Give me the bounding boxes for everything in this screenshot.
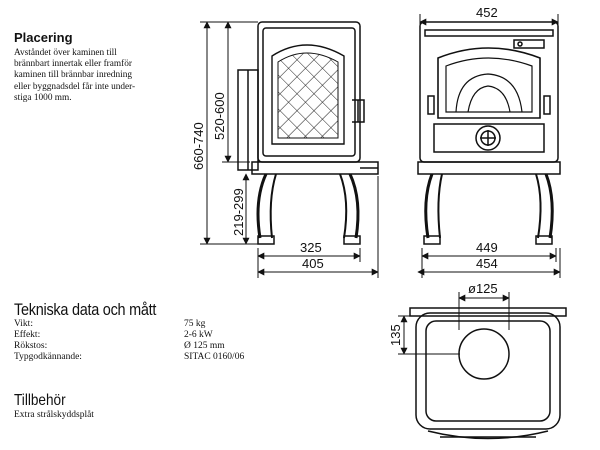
spec-value: 2-6 kW [184, 330, 213, 340]
dimension-lines [200, 14, 561, 355]
dim-height-total: 660-740 [191, 122, 206, 170]
dim-flue-diameter: ø125 [468, 281, 498, 296]
top-view [409, 307, 567, 440]
dim-width-top: 452 [476, 5, 498, 20]
tillbehor-text: Extra strålskyddsplåt [14, 410, 94, 420]
spec-value: 75 kg [184, 319, 206, 329]
placering-text: Avståndet över kaminen till brännbart in… [14, 48, 136, 103]
dim-height-body: 520-600 [212, 92, 227, 140]
tekniska-title: Tekniska data och mått [14, 300, 157, 319]
tillbehor-title: Tillbehör [14, 392, 66, 409]
spec-row: Effekt: 2-6 kW [14, 330, 254, 341]
spec-value: Ø 125 mm [184, 341, 225, 351]
dim-width-outer: 454 [476, 256, 498, 271]
front-view [417, 21, 561, 245]
dim-depth-outer: 405 [302, 256, 324, 271]
spec-key: Typgodkännande: [14, 352, 82, 362]
dim-depth-inner: 325 [300, 240, 322, 255]
dim-width-inner: 449 [476, 240, 498, 255]
spec-value: SITAC 0160/06 [184, 352, 245, 362]
spec-row: Vikt: 75 kg [14, 319, 254, 330]
side-view [237, 21, 379, 245]
spec-key: Vikt: [14, 319, 33, 329]
dim-flue-offset: 135 [388, 324, 403, 346]
placering-title: Placering [14, 30, 73, 45]
spec-key: Rökstos: [14, 341, 48, 351]
spec-table: Vikt: 75 kg Effekt: 2-6 kW Rökstos: Ø 125 m… [14, 319, 254, 363]
spec-row: Rökstos: Ø 125 mm [14, 341, 254, 352]
spec-key: Effekt: [14, 330, 41, 340]
spec-row: Typgodkännande: SITAC 0160/06 [14, 352, 254, 363]
dim-height-legs: 219-299 [231, 188, 246, 236]
